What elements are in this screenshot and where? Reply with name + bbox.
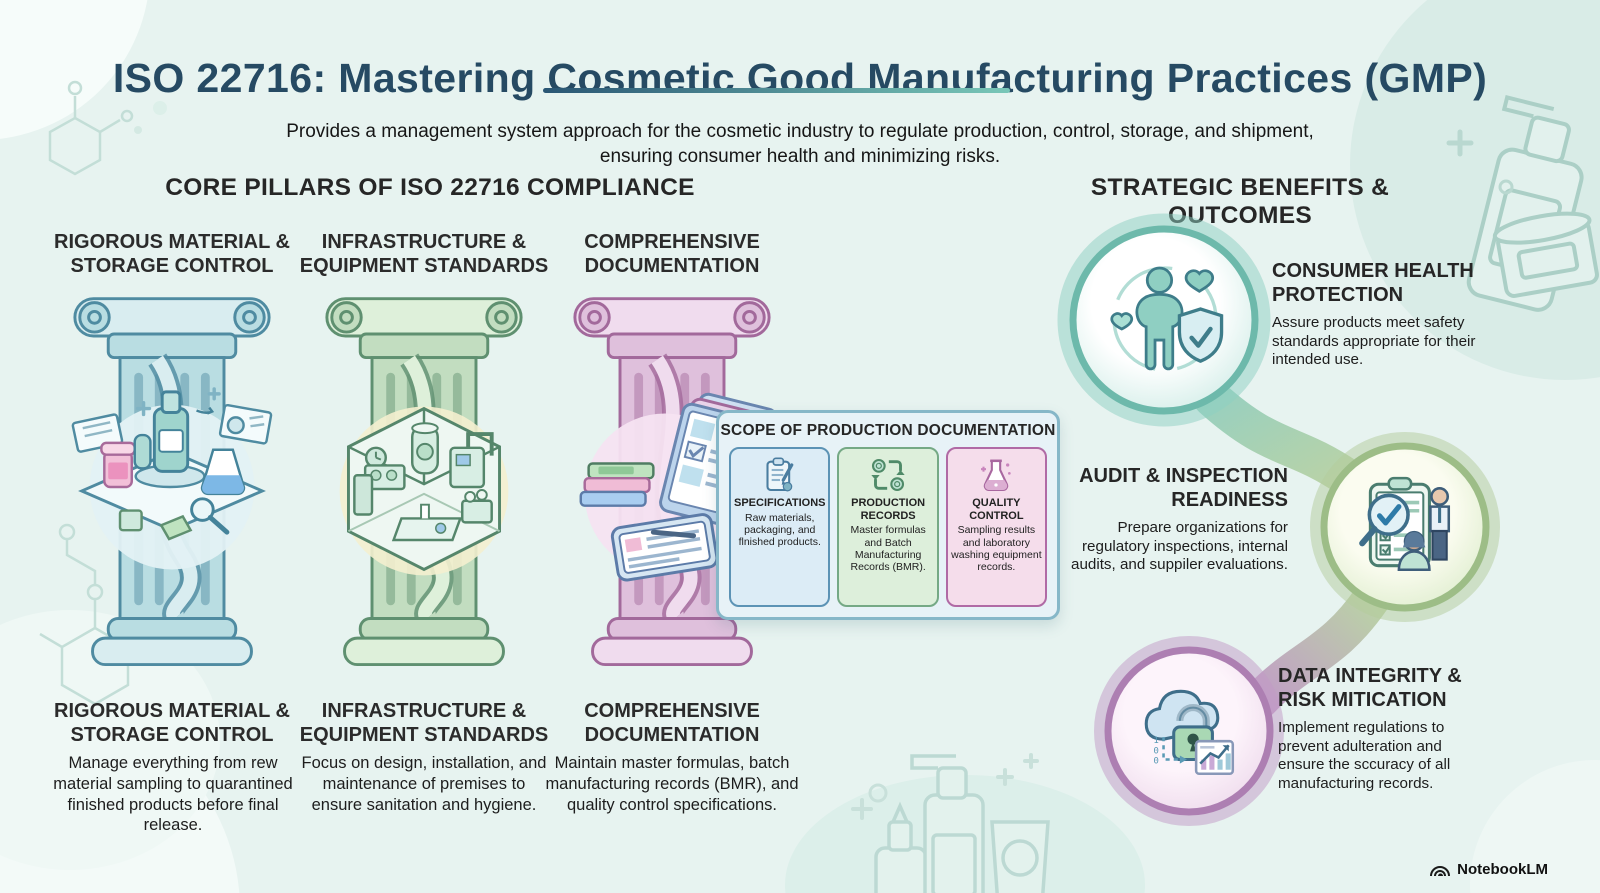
pillar-description-infrastructure: Focus on design, installation, and maint… [301,754,547,814]
sparkle-plus-icon [851,753,1039,820]
page-subtitle: Provides a management system approach fo… [286,121,1314,167]
pillar-heading-documentation: COMPREHENSIVE DOCUMENTATION [584,700,760,746]
pillar-label-material-control: RIGOROUS MATERIAL & STORAGE CONTROL [54,231,290,277]
pillar-description-material-control: Manage everything from rew material samp… [53,754,293,835]
cosmetic-tube-outline-icon [990,820,1050,893]
brand-label: NotebookLM [1457,861,1548,878]
green-column-facility-illustration [326,298,522,665]
benefit-audit-readiness: AUDIT & INSPECTION READINESS Prepare org… [1060,464,1288,575]
benefit-title: DATA INTEGRITY & RISK MITICATION [1278,665,1462,711]
scope-card-description: Raw materials, packaging, and flnished p… [738,511,821,549]
svg-text:1: 1 [1153,735,1159,746]
benefit-consumer-health: CONSUMER HEALTH PROTECTION Assure produc… [1272,259,1514,370]
benefit-data-integrity: DATA INTEGRITY & RISK MITICATION Impleme… [1278,664,1490,793]
molecule-structure-outline-icon [48,80,134,176]
benefit-description: Implement regulations to prevent adulter… [1278,719,1451,792]
pump-bottle-outline-icon [910,754,985,893]
brand-footer: NotebookLM [1429,861,1548,878]
section-title-benefits: STRATEGIC BENEFITS & OUTCOMES [1090,174,1390,229]
title-underline [543,88,1010,93]
pillar-heading-material-control: RIGOROUS MATERIAL & STORAGE CONTROL [54,700,290,746]
scope-card-title: PRODUCTION RECORDS [851,497,926,522]
cream-jar-outline-icon [1492,211,1599,298]
scope-panel-title: SCOPE OF PRODUCTION DOCUMENTATION [720,422,1056,439]
svg-text:0: 0 [1153,756,1159,767]
cloud-lock-chart-icon: 1 0 0 [1144,689,1235,776]
pillar-label-infrastructure: INFRASTRUCTURE & EQUIPMENT STANDARDS [299,231,549,277]
scope-card-quality-control: QUALITY CONTROL Sampling results and lab… [945,447,1048,607]
scope-of-production-documentation-panel: SCOPE OF PRODUCTION DOCUMENTATION SPECIF… [716,410,1060,620]
benefit-description: Prepare organizations for regulatory ins… [1071,519,1288,574]
teal-column-material-sampling-illustration [71,298,273,665]
scope-card-description: Master formulas and Batch Manufacturing … [850,524,926,574]
scope-card-title: QUALITY CONTROL [969,497,1024,522]
scope-card-production-records: PRODUCTION RECORDS Master formulas and B… [837,447,939,607]
notebooklm-logo-icon [1430,865,1451,876]
clipboard-pencil-icon [766,457,794,492]
benefit-description: Assure products meet safety standards ap… [1272,314,1476,369]
scope-card-title: SPECIFICATIONS [734,497,826,509]
clipboard-magnifier-people-icon [1359,476,1451,572]
svg-text:0: 0 [1153,745,1159,756]
pillar-description-documentation: Maintain master formulas, batch manufact… [545,754,799,814]
benefit-title: AUDIT & INSPECTION READINESS [1079,465,1288,511]
cycle-arrows-icon [871,458,905,492]
pillar-label-documentation: COMPREHENSIVE DOCUMENTATION [584,231,760,277]
section-title-core-pillars: CORE PILLARS OF ISO 22716 COMPLIANCE [165,174,695,201]
person-shield-check-icon [1110,266,1224,372]
sparkle-plus-icon [1446,129,1474,157]
scope-card-description: Sampling results and laboratory washing … [951,524,1042,574]
benefit-title: CONSUMER HEALTH PROTECTION [1272,260,1474,306]
page-title: ISO 22716: Mastering Cosmetic Good Manuf… [112,55,1488,102]
pillar-heading-infrastructure: INFRASTRUCTURE & EQUIPMENT STANDARDS [299,700,549,746]
scope-card-specifications: SPECIFICATIONS Raw materials, packaging,… [729,447,831,607]
flask-icon [981,459,1012,492]
